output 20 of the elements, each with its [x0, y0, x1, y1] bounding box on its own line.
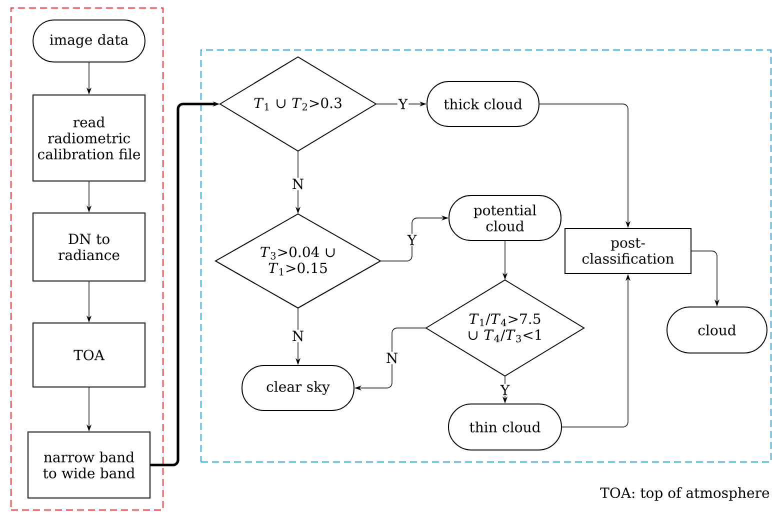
edge-label: Y	[406, 234, 418, 246]
terminal-box: image data	[32, 20, 146, 62]
dashed-group-frame	[200, 49, 772, 463]
dashed-group-frame	[10, 7, 164, 511]
process-box: TOA	[32, 322, 146, 388]
edge-label: N	[290, 330, 306, 342]
edge-label: Y	[499, 384, 511, 396]
terminal-box: potential cloud	[448, 195, 562, 241]
terminal-box: thick cloud	[426, 81, 540, 127]
terminal-box: clear sky	[242, 365, 354, 411]
edge-label: N	[384, 352, 400, 364]
process-box: DN to radiance	[32, 212, 146, 282]
terminal-box: thin cloud	[448, 404, 562, 450]
edge-label: N	[290, 178, 306, 190]
process-box: post-classification	[564, 228, 692, 274]
terminal-box: cloud	[666, 306, 768, 354]
process-box: narrow band to wide band	[28, 432, 150, 498]
process-box: read radiometric calibration file	[32, 94, 146, 182]
edge-label: Y	[397, 98, 409, 110]
note-text: TOA: top of atmosphere	[600, 487, 770, 501]
